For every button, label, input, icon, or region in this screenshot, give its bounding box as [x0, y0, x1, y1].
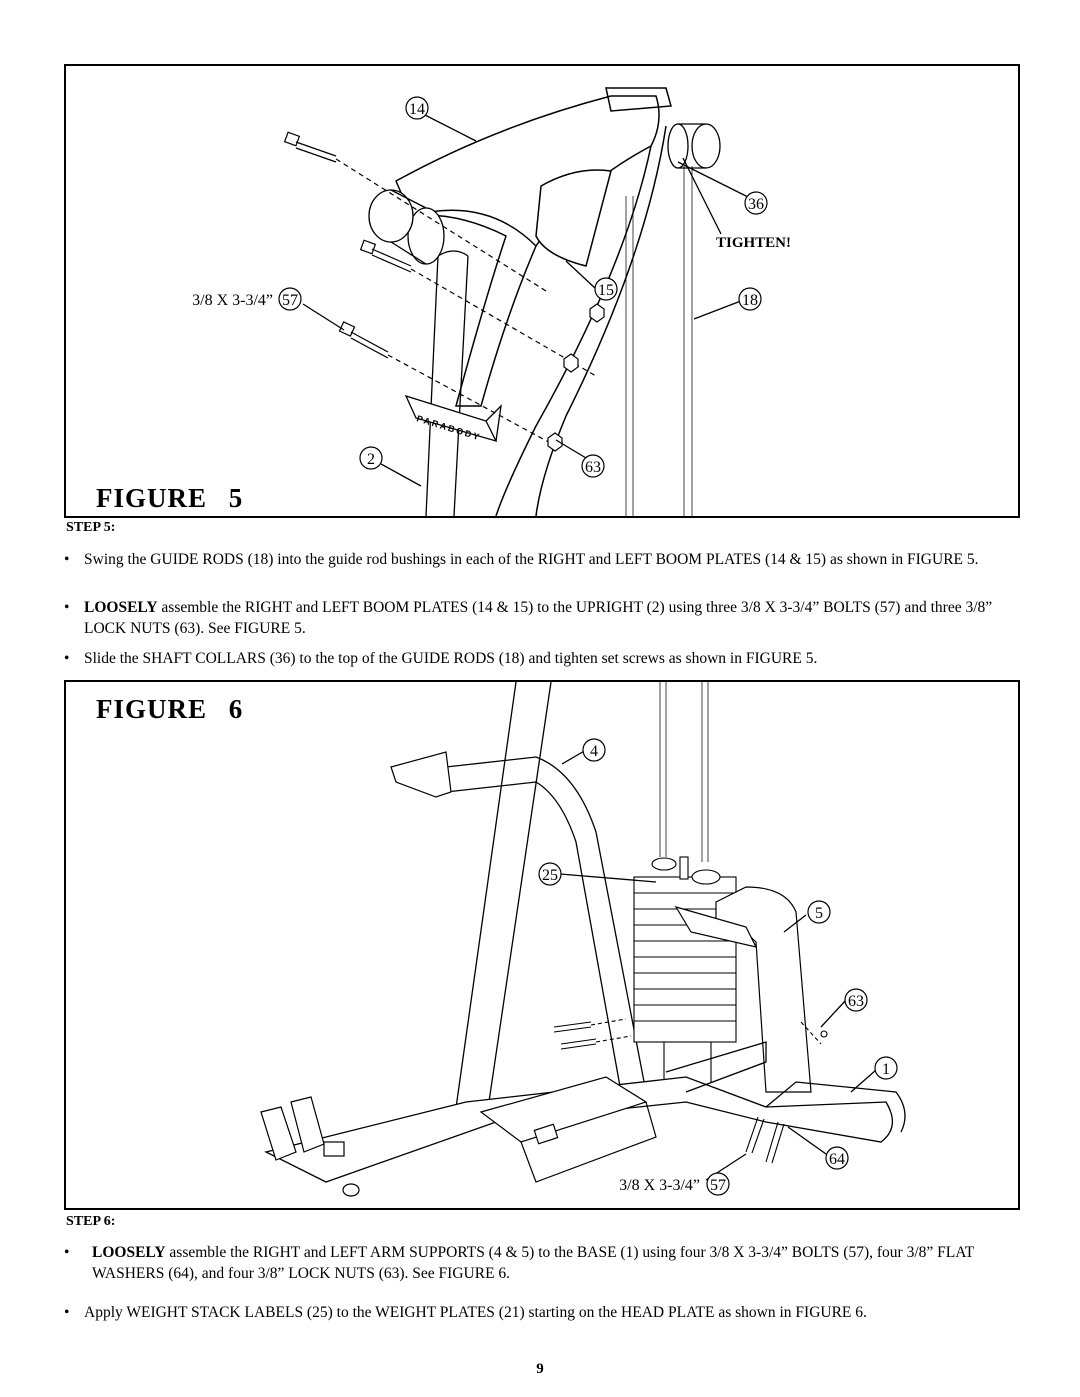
figure-6-title: FIGURE 6: [96, 694, 244, 724]
tighten-note: TIGHTEN!: [716, 235, 791, 251]
page-number: 9: [536, 1361, 544, 1377]
left-arm-support: [479, 1076, 657, 1183]
callout-63-bubble: [844, 988, 868, 1012]
callout-57: 57: [282, 292, 298, 309]
bullet-symbol: •: [64, 650, 70, 667]
handle-bracket: [404, 394, 502, 443]
step-6-bullet-1: • LOOSELY assemble the RIGHT and LEFT AR…: [64, 1242, 1020, 1284]
bullet-text: assemble the RIGHT and LEFT ARM SUPPORTS…: [92, 1244, 974, 1282]
step-6-bullet-2: • Apply WEIGHT STACK LABELS (25) to the …: [64, 1302, 1020, 1323]
callout-57: 57: [710, 1177, 726, 1194]
bullet-text: Apply WEIGHT STACK LABELS (25) to the WE…: [84, 1304, 867, 1321]
callout-63-bubble: [581, 454, 605, 478]
callout-57-bubble: [706, 1172, 730, 1196]
bullet-symbol: •: [64, 1304, 70, 1321]
callout-4-bubble: [582, 738, 606, 762]
bullet-text: Swing the GUIDE RODS (18) into the guide…: [84, 551, 979, 568]
bullet-emphasis: LOOSELY: [92, 1244, 166, 1261]
right-arm-support: [674, 886, 812, 1093]
bolt-size-label: 3/8 X 3-3/4”: [192, 292, 273, 309]
callout-1: 1: [882, 1061, 890, 1078]
figure-6-illustration: 4 25 5 63 1 64 3/8 X 3-3/4” 57 FIGURE 6: [64, 680, 1020, 1210]
callout-64-bubble: [825, 1146, 849, 1170]
rod-bushing: [667, 123, 721, 169]
callout-4: 4: [590, 743, 598, 760]
bullet-text: Slide the SHAFT COLLARS (36) to the top …: [84, 650, 818, 667]
figure-5-title: FIGURE 5: [96, 483, 244, 513]
callout-36: 36: [748, 196, 764, 213]
callout-36-bubble: [744, 191, 768, 215]
callout-15: 15: [598, 282, 614, 299]
callout-5: 5: [815, 905, 823, 922]
callout-18-bubble: [738, 287, 762, 311]
hardware: [553, 1018, 828, 1164]
bullet-symbol: •: [64, 1244, 70, 1261]
lock-nuts: [547, 303, 605, 452]
step-5-bullet-2: • LOOSELY assemble the RIGHT and LEFT BO…: [64, 597, 1020, 639]
callout-25: 25: [542, 867, 558, 884]
bolt-size-label: 3/8 X 3-3/4”: [619, 1177, 700, 1194]
callout-18: 18: [742, 292, 758, 309]
callout-bubbles: [538, 738, 898, 1196]
leader-lines: [302, 113, 755, 487]
callout-5-bubble: [807, 900, 831, 924]
step-5-bullet-3: • Slide the SHAFT COLLARS (36) to the to…: [64, 648, 1020, 669]
step-5-heading: STEP 5:: [66, 520, 116, 535]
guide-rods: [625, 166, 693, 516]
callout-25-bubble: [538, 862, 562, 886]
upright-frame: [445, 682, 647, 1123]
callout-bubbles: [278, 96, 768, 478]
callout-63: 63: [848, 993, 864, 1010]
figure-6-drawing: 4 25 5 63 1 64 3/8 X 3-3/4” 57: [260, 682, 906, 1197]
base-frame: [264, 1041, 906, 1183]
step-5-bullet-1: • Swing the GUIDE RODS (18) into the gui…: [64, 549, 1020, 570]
shaft-collar: [368, 189, 445, 265]
figure-5-drawing: PARABODY 14 36 TIGHTEN! 15 18 3/8 X 3-3/…: [192, 87, 791, 516]
foot-rest: [260, 1096, 360, 1197]
callout-2: 2: [367, 451, 375, 468]
guide-rods: [659, 682, 709, 862]
weight-stack: [633, 856, 737, 1082]
callout-14-bubble: [405, 96, 429, 120]
bullet-symbol: •: [64, 599, 70, 616]
callout-2-bubble: [359, 446, 383, 470]
bullet-symbol: •: [64, 551, 70, 568]
callout-14: 14: [409, 101, 425, 118]
step-6-heading: STEP 6:: [66, 1214, 116, 1229]
bullet-emphasis: LOOSELY: [84, 599, 158, 616]
boom-plates: [395, 87, 672, 516]
bullet-text: assemble the RIGHT and LEFT BOOM PLATES …: [84, 599, 993, 637]
callout-1-bubble: [874, 1056, 898, 1080]
callout-64: 64: [829, 1151, 845, 1168]
bolts: [283, 131, 597, 447]
callout-63: 63: [585, 459, 601, 476]
callout-57-bubble: [278, 287, 302, 311]
callout-15-bubble: [594, 277, 618, 301]
figure-5-illustration: PARABODY 14 36 TIGHTEN! 15 18 3/8 X 3-3/…: [64, 64, 1020, 518]
arm-bracket-top: [390, 751, 452, 798]
